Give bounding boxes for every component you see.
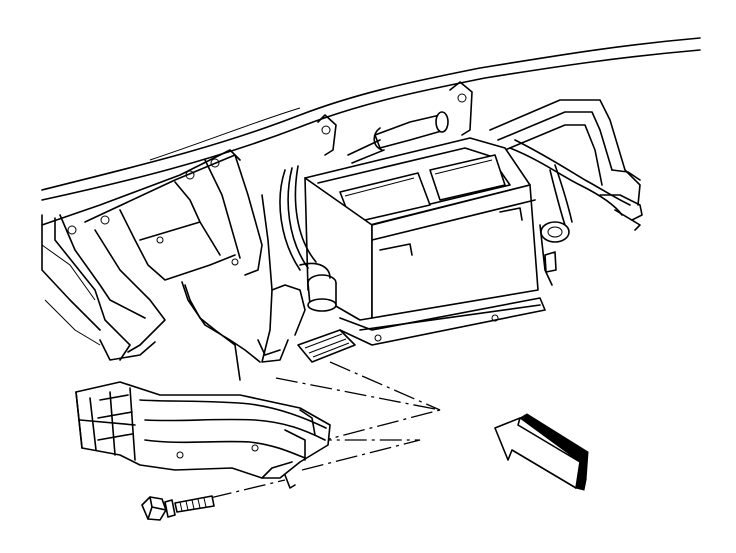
hvac-module xyxy=(279,111,631,363)
instrument-panel-carrier xyxy=(41,37,701,381)
floor-air-outlet-duct xyxy=(75,381,331,489)
alignment-guide-lines xyxy=(209,361,441,499)
retaining-bolt xyxy=(141,495,215,521)
direction-arrow xyxy=(494,413,589,491)
